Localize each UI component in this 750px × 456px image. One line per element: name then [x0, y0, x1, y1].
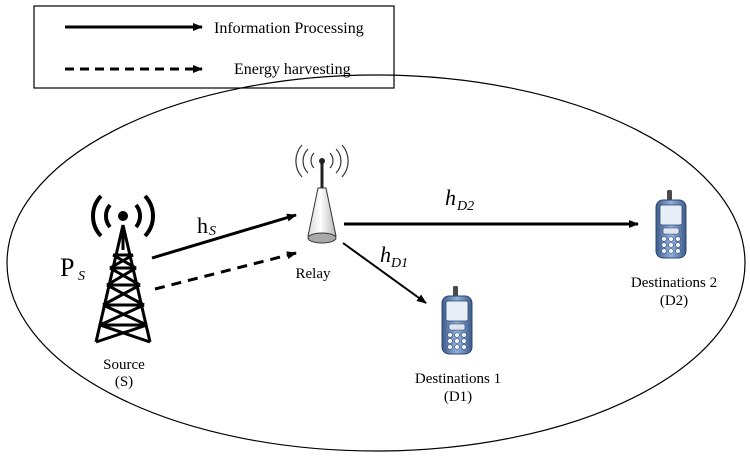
link-relay-d1: [342, 242, 427, 304]
legend-dashed-label: Energy harvesting: [234, 61, 351, 78]
destination1-phone-icon: [441, 285, 473, 355]
hs-subscript: S: [209, 224, 216, 239]
link-source-relay-energy: [154, 251, 297, 291]
link-source-relay-info: [151, 213, 297, 260]
relay-label: Relay: [296, 266, 331, 282]
source-label: Source: [103, 357, 145, 373]
hd1-subscript: D1: [390, 256, 408, 271]
hd2-subscript: D2: [456, 199, 474, 214]
legend: Information Processing Energy harvesting: [33, 5, 395, 89]
legend-box: [33, 5, 395, 89]
destination2-phone-icon: [655, 189, 687, 259]
destination1-abbr: (D1): [444, 389, 472, 405]
source-abbr: (S): [115, 374, 133, 390]
source-tower-icon: [91, 194, 155, 344]
source-power-symbol: P: [60, 253, 74, 282]
hd2-symbol: h: [445, 185, 456, 210]
destination2-abbr: (D2): [660, 293, 688, 309]
hd1-symbol: h: [380, 242, 391, 267]
destination1-label: Destinations 1: [415, 371, 501, 387]
legend-solid-label: Information Processing: [214, 20, 364, 37]
network-boundary: [6, 74, 746, 452]
source-power-subscript: S: [78, 269, 85, 284]
relay-antenna-icon: [295, 144, 349, 244]
destination2-label: Destinations 2: [631, 275, 717, 291]
hs-symbol: h: [197, 213, 208, 238]
